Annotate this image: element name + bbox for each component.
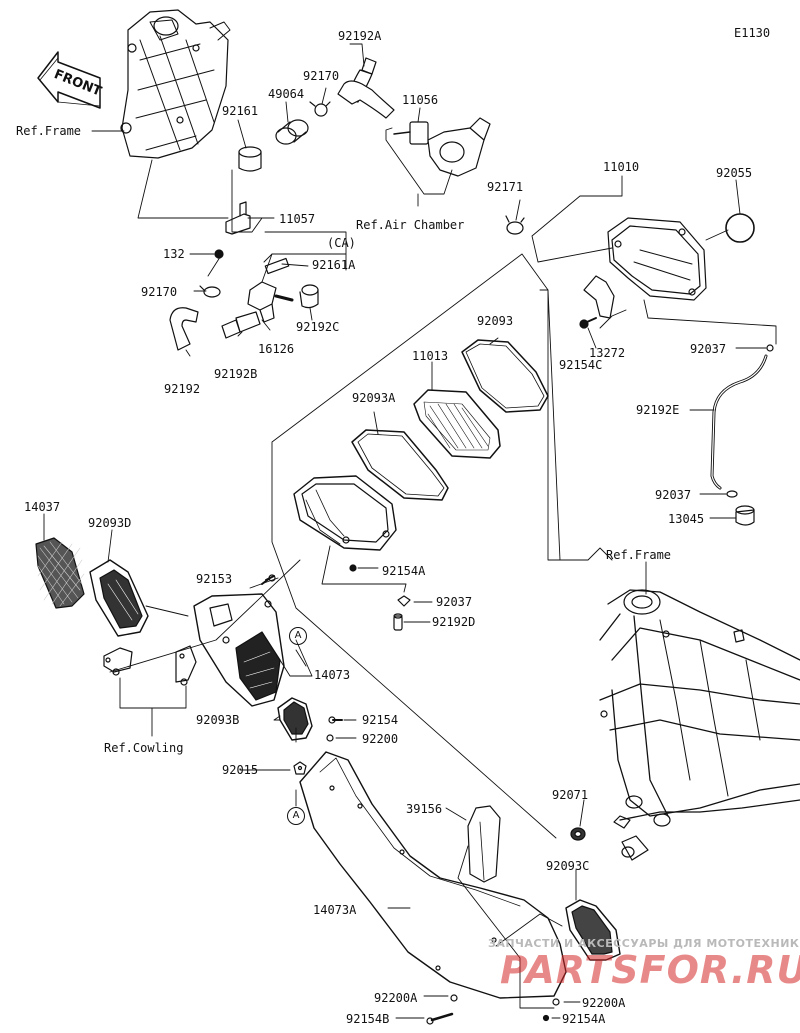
label-14073a: 14073A — [313, 903, 357, 917]
watermark-logo: PARTSFOR.RU — [500, 948, 800, 992]
leader-lines — [43, 43, 777, 1019]
label-ref-air-chamber: Ref.Air Chamber — [356, 218, 465, 232]
hose-92192a — [337, 57, 395, 119]
nut-92015 — [293, 761, 307, 775]
valve-assembly-ca — [221, 257, 319, 339]
hose-92192e — [710, 344, 774, 526]
label-11013: 11013 — [412, 349, 449, 363]
label-92093a: 92093A — [352, 391, 396, 405]
label-92037-low: 92037 — [436, 595, 473, 609]
duct-92093d — [89, 559, 149, 637]
label-92192c: 92192C — [296, 320, 340, 334]
duct-14073a — [299, 751, 567, 999]
fasteners-bottom — [426, 994, 560, 1025]
label-92200a-left: 92200A — [374, 991, 418, 1005]
o-ring-92055 — [725, 213, 755, 243]
label-92093d: 92093D — [88, 516, 132, 530]
grille-14037 — [35, 537, 85, 609]
watermark-tagline: ЗАПЧАСТИ И АКСЕССУАРЫ ДЛЯ МОТОТЕХНИКИ — [488, 937, 800, 950]
label-92192b: 92192B — [214, 367, 258, 381]
label-92192e: 92192E — [636, 403, 680, 417]
frame-right — [599, 589, 800, 861]
label-132: 132 — [163, 247, 185, 261]
marker-a-top: A — [289, 627, 307, 645]
label-92192a: 92192A — [338, 29, 382, 43]
label-14037: 14037 — [24, 500, 61, 514]
duct-14073 — [193, 593, 285, 707]
pad-39156 — [467, 805, 501, 883]
label-11057: 11057 — [279, 212, 316, 226]
label-49064: 49064 — [268, 87, 305, 101]
label-92200a-right: 92200A — [582, 996, 626, 1010]
label-92161a: 92161A — [312, 258, 356, 272]
label-92154b: 92154B — [346, 1012, 390, 1026]
label-ref-frame-top: Ref.Frame — [16, 124, 82, 138]
label-92192: 92192 — [164, 382, 201, 396]
label-92170-left: 92170 — [141, 285, 178, 299]
gasket-92093a — [351, 429, 449, 501]
frame-top-left — [120, 9, 231, 159]
washer-92200 — [326, 734, 334, 742]
clamp-92171 — [505, 215, 525, 235]
label-39156: 39156 — [406, 802, 443, 816]
label-92153: 92153 — [196, 572, 233, 586]
label-14073: 14073 — [314, 668, 351, 682]
label-92015: 92015 — [222, 763, 259, 777]
gasket-92093b — [277, 697, 313, 741]
marker-a-bottom: A — [287, 807, 305, 825]
diagram-code: E1130 — [734, 26, 771, 40]
clamp-92170-left — [199, 285, 221, 298]
label-92037-mid: 92037 — [655, 488, 692, 502]
clip-92037-low — [397, 595, 411, 607]
bolt-92154 — [328, 716, 343, 724]
grommet-49064 — [275, 119, 309, 145]
label-92093c: 92093C — [546, 859, 590, 873]
label-11056: 11056 — [402, 93, 439, 107]
cowling-clips — [103, 645, 197, 686]
label-ref-frame-right: Ref.Frame — [606, 548, 672, 562]
label-13045: 13045 — [668, 512, 705, 526]
grommet-92071 — [570, 827, 586, 841]
label-92154c: 92154C — [559, 358, 603, 372]
label-92154a-mid: 92154A — [382, 564, 426, 578]
filter-11013 — [413, 389, 501, 459]
label-11010: 11010 — [603, 160, 640, 174]
tube-92161 — [238, 146, 262, 172]
label-92071: 92071 — [552, 788, 589, 802]
housing-11010 — [607, 217, 707, 301]
label-92171: 92171 — [487, 180, 524, 194]
label-ref-cowling: Ref.Cowling — [104, 741, 184, 755]
label-92154: 92154 — [362, 713, 399, 727]
label-92161: 92161 — [222, 104, 259, 118]
plug-92192d — [393, 613, 403, 631]
clamp-92170-top — [309, 101, 331, 117]
label-ca: (CA) — [327, 236, 356, 250]
label-13272: 13272 — [589, 346, 626, 360]
label-92037-top: 92037 — [690, 342, 727, 356]
valve-11056 — [393, 117, 491, 177]
label-92093: 92093 — [477, 314, 514, 328]
plate-13272 — [583, 275, 615, 319]
gasket-92093 — [461, 339, 549, 413]
label-92170-top: 92170 — [303, 69, 340, 83]
bolt-92154c — [579, 317, 597, 329]
label-92192d: 92192D — [432, 615, 476, 629]
label-92055: 92055 — [716, 166, 753, 180]
label-16126: 16126 — [258, 342, 295, 356]
label-92093b: 92093B — [196, 713, 240, 727]
lower-case — [293, 475, 397, 551]
label-92154a-bottom: 92154A — [562, 1012, 606, 1026]
front-arrow-icon: FRONT — [37, 51, 104, 109]
bolt-92154a-mid — [349, 564, 357, 572]
gasket-92093c — [565, 899, 621, 961]
label-92200: 92200 — [362, 732, 399, 746]
bracket-11057 — [225, 201, 251, 235]
hose-92192 — [169, 307, 199, 351]
